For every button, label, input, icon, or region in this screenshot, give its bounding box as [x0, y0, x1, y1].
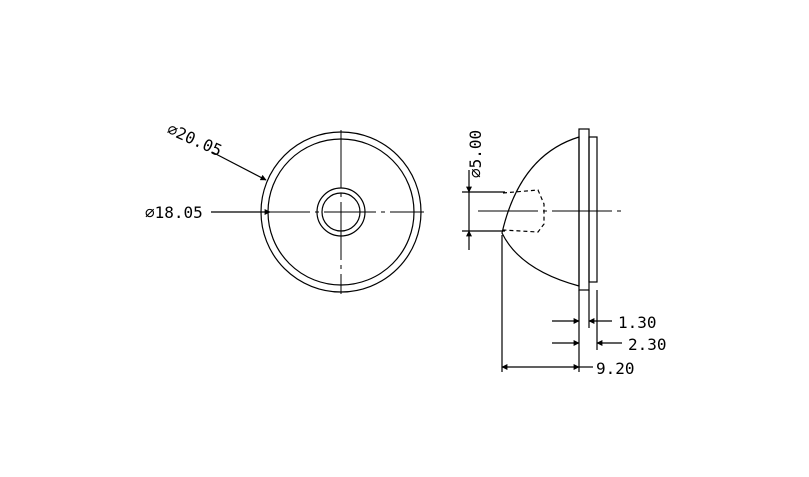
- inner-diameter-label: ⌀18.05: [145, 203, 203, 222]
- outer-diameter-leader: [211, 151, 267, 181]
- rim-outer: [588, 136, 598, 283]
- rim-thickness-label: 2.30: [628, 335, 667, 354]
- bore-diameter-label: ⌀5.00: [466, 130, 485, 178]
- rim-flange: [578, 128, 590, 291]
- flange-thickness-label: 1.30: [618, 313, 657, 332]
- outer-diameter-label: ⌀20.05: [164, 119, 225, 160]
- height-extension-lines: [501, 235, 598, 372]
- bore-dimension: [462, 170, 505, 250]
- front-leaders: [211, 151, 271, 215]
- bore-hidden-lines: [502, 189, 545, 233]
- front-view: [258, 130, 424, 294]
- side-view: [478, 128, 624, 291]
- overall-height-label: 9.20: [596, 359, 635, 378]
